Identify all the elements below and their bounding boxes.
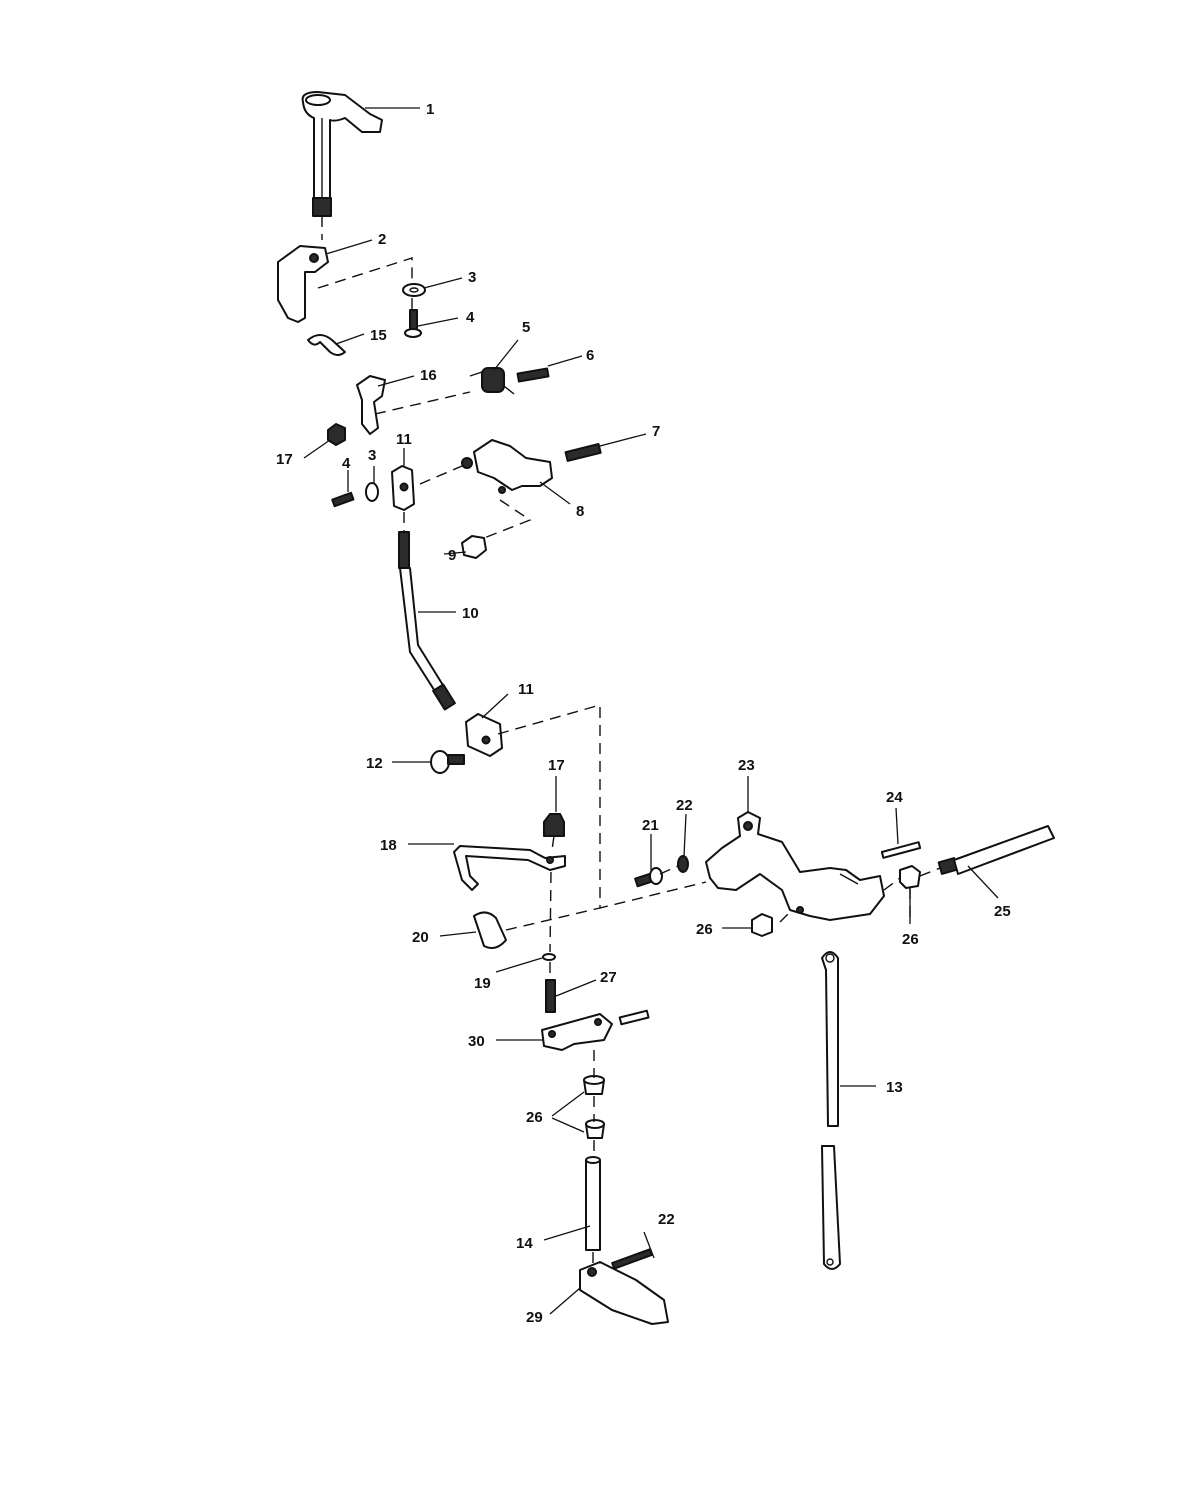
callout-26-left: 26 xyxy=(696,921,713,938)
part-11-swivel-lower xyxy=(465,713,503,757)
callout-22: 22 xyxy=(676,797,693,814)
callout-numbers: 1 2 3 4 15 5 6 16 17 11 4 3 7 8 9 10 11 … xyxy=(276,101,1011,1326)
part-11-swivel-upper xyxy=(391,465,415,511)
callout-24: 24 xyxy=(886,789,903,806)
part-4-screw xyxy=(404,309,422,338)
callout-2: 2 xyxy=(378,231,386,248)
part-27-stud xyxy=(545,979,556,1013)
part-17-nut xyxy=(327,423,346,446)
part-22-washer-upper xyxy=(677,855,689,873)
callout-1: 1 xyxy=(426,101,434,118)
part-3-washer-mid xyxy=(365,482,379,502)
part-15-clip xyxy=(307,334,346,356)
part-10-shift-rod xyxy=(398,531,456,711)
part-13-link xyxy=(821,951,841,1270)
callout-11-lower: 11 xyxy=(518,681,534,698)
part-30-lever xyxy=(541,1009,650,1051)
callout-17: 17 xyxy=(276,451,293,468)
part-3-washer-hole xyxy=(409,287,419,293)
part-25-rod xyxy=(937,825,1055,875)
callout-12: 12 xyxy=(366,755,383,772)
callout-14: 14 xyxy=(516,1235,533,1252)
callout-22-lower: 22 xyxy=(658,1211,675,1228)
part-8-lever-assembly xyxy=(461,439,553,494)
part-9-nut xyxy=(461,535,487,559)
callout-26-lower: 26 xyxy=(526,1109,543,1126)
callout-4: 4 xyxy=(466,309,475,326)
callout-25: 25 xyxy=(994,903,1011,920)
part-5-spring xyxy=(469,367,515,395)
part-16-bracket xyxy=(356,375,386,435)
part-18-link-rod xyxy=(453,845,566,891)
callout-5: 5 xyxy=(522,319,530,336)
callout-15: 15 xyxy=(370,327,387,344)
callout-16: 16 xyxy=(420,367,437,384)
part-20-bushing xyxy=(473,911,507,949)
part-26-bushing-right xyxy=(899,865,921,889)
part-4-screw-mid xyxy=(331,491,355,508)
part-21-screw xyxy=(634,867,663,888)
part-23-shift-housing xyxy=(705,811,885,921)
callout-10: 10 xyxy=(462,605,479,622)
callout-29: 29 xyxy=(526,1309,543,1326)
part-29-cam xyxy=(579,1261,669,1325)
callout-26-right: 26 xyxy=(902,931,919,948)
part-2-lever xyxy=(277,245,329,323)
callout-leaders xyxy=(303,107,999,1315)
callout-13: 13 xyxy=(886,1079,903,1096)
callout-6: 6 xyxy=(586,347,594,364)
part-17-nut-lower xyxy=(543,813,565,837)
callout-21: 21 xyxy=(642,817,659,834)
callout-4-mid: 4 xyxy=(342,455,351,472)
part-22-pin-lower xyxy=(611,1248,653,1270)
callout-30: 30 xyxy=(468,1033,485,1050)
part-1-shift-shaft xyxy=(301,91,383,217)
assembly-centerlines xyxy=(317,216,941,1266)
part-26-nut-left xyxy=(751,913,773,937)
callout-19: 19 xyxy=(474,975,491,992)
part-14-shaft xyxy=(585,1156,601,1251)
callout-3-mid: 3 xyxy=(368,447,376,464)
callout-7: 7 xyxy=(652,423,660,440)
callout-3: 3 xyxy=(468,269,476,286)
part-19-washer xyxy=(542,953,556,961)
part-3-washer xyxy=(402,283,426,297)
callout-27: 27 xyxy=(600,969,617,986)
callout-8: 8 xyxy=(576,503,584,520)
callout-17-lower: 17 xyxy=(548,757,565,774)
callout-9: 9 xyxy=(448,547,456,564)
part-24-pin xyxy=(880,841,922,859)
callout-20: 20 xyxy=(412,929,429,946)
callout-11: 11 xyxy=(396,431,412,448)
callout-23: 23 xyxy=(738,757,755,774)
part-12-screw xyxy=(430,750,465,774)
callout-18: 18 xyxy=(380,837,397,854)
part-7-stud xyxy=(564,443,602,462)
part-26-bushings-lower xyxy=(583,1075,605,1139)
part-6-stud xyxy=(516,367,550,383)
